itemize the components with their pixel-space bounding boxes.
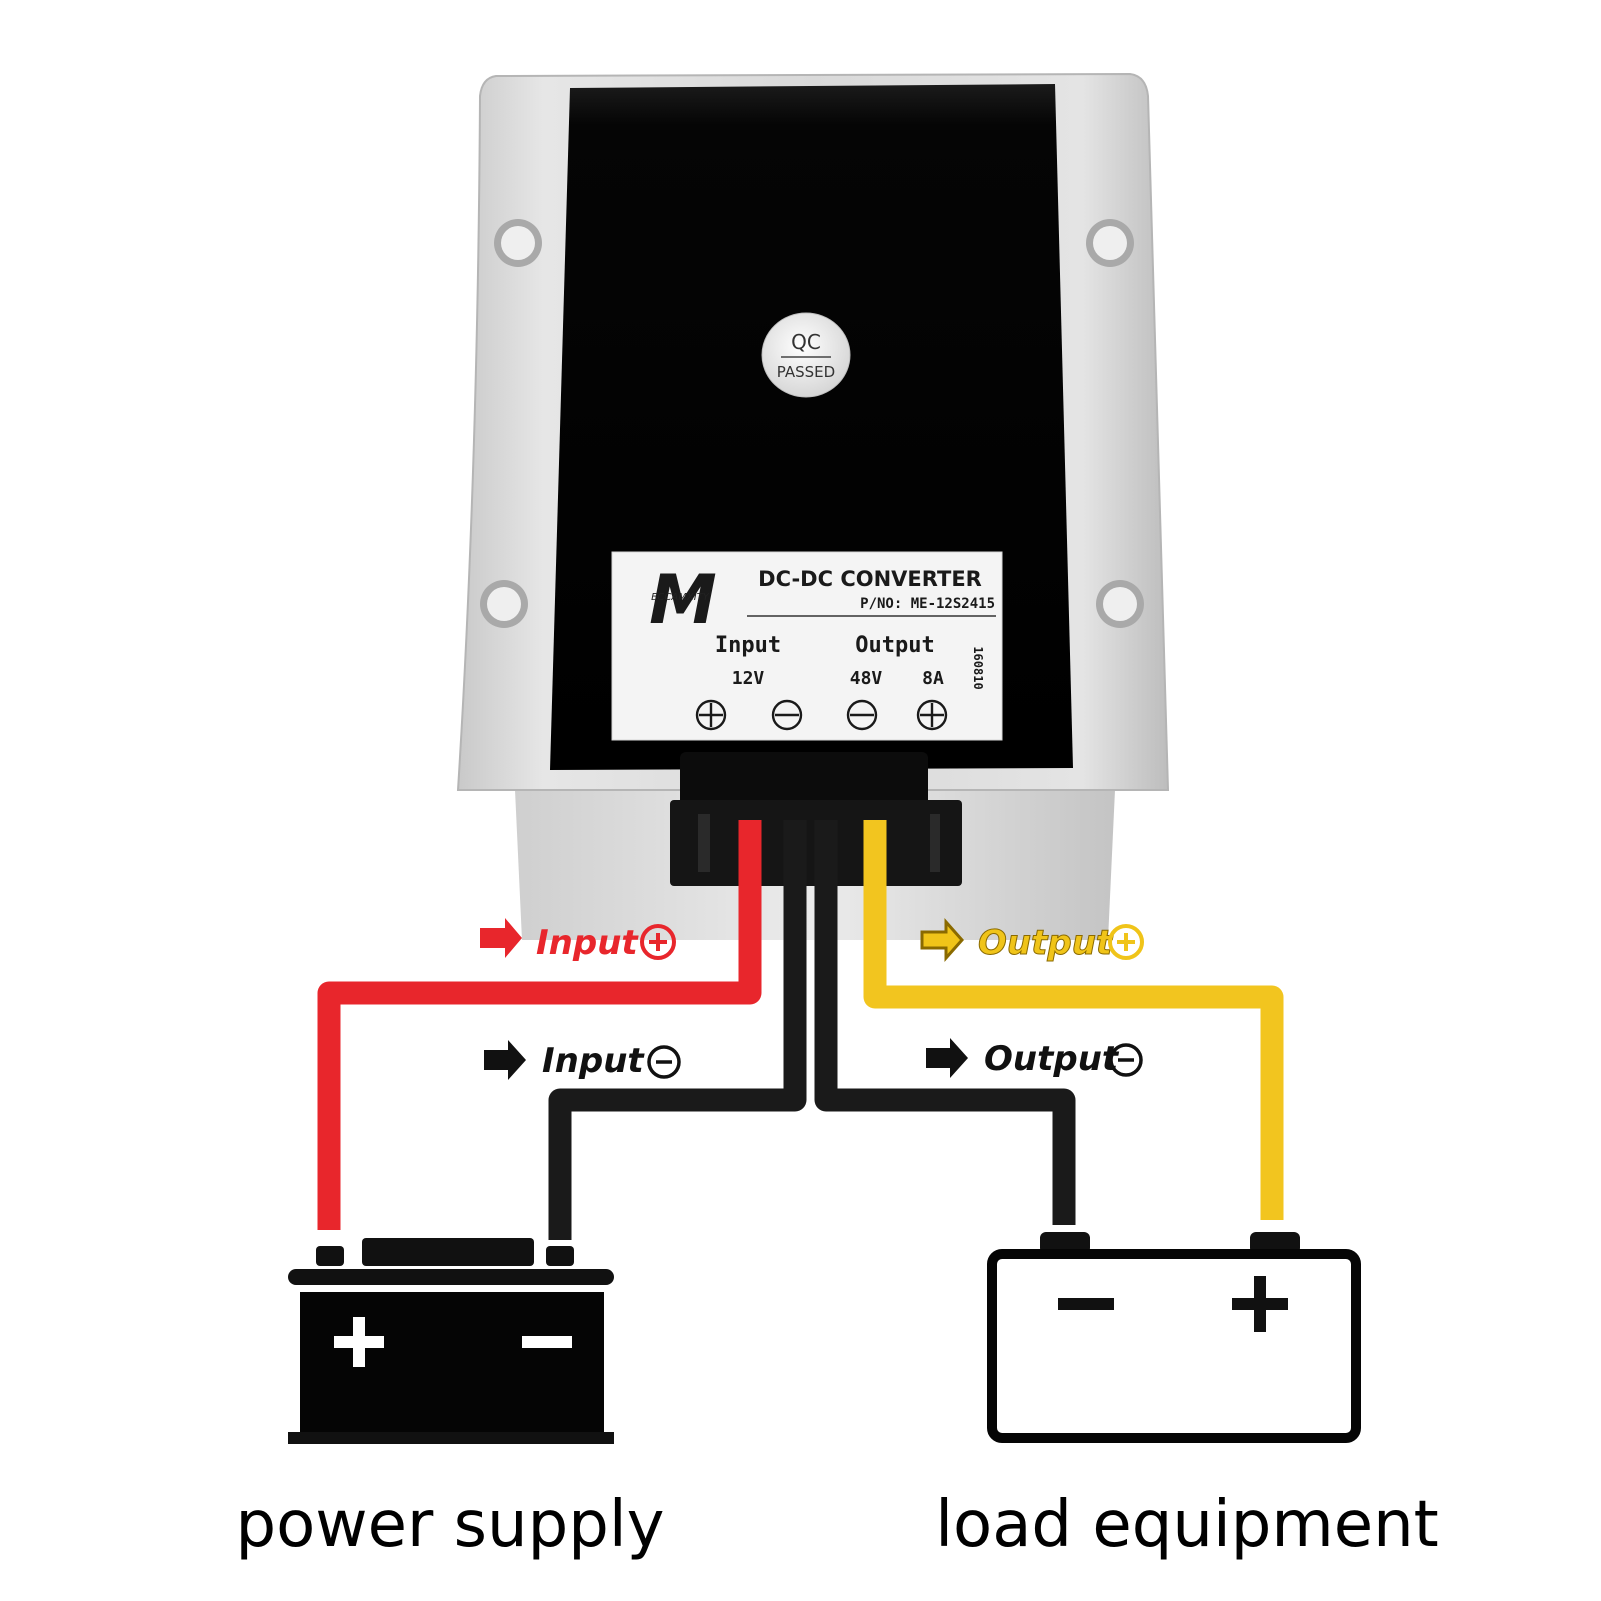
mounting-hole [1086,219,1134,267]
minus-sign [522,1336,572,1348]
input-voltage: 12V [732,668,765,689]
arrow-right-icon [480,918,522,958]
wire-output-negative [814,820,1076,1225]
wire-input-positive [317,820,762,1230]
label-output-positive: Output [920,918,1144,964]
output-heading: Output [855,633,934,658]
minus-circle-icon [1109,1043,1143,1077]
minus-circle-icon [846,699,878,731]
mounting-hole [1096,580,1144,628]
output-positive-text: Output [978,923,1114,963]
part-number: P/NO: ME-12S2415 [860,596,995,612]
label-input-negative: Input [484,1040,681,1081]
brand-logo: M [649,561,717,640]
label-title: DC-DC CONVERTER [758,567,982,591]
output-voltage: 48V [850,668,883,689]
wire-input-negative [548,820,807,1240]
plus-sign [1232,1276,1288,1332]
plus-sign [334,1317,384,1367]
minus-circle-icon [771,699,803,731]
arrow-right-icon [926,1038,968,1078]
plus-circle-icon [916,699,948,731]
battery-icon [288,1238,614,1444]
label-input-positive: Input [480,918,676,963]
load-equipment-caption: load equipment [935,1488,1438,1562]
mounting-hole [494,219,542,267]
arrow-right-icon [484,1040,526,1080]
power-supply-caption: power supply [236,1488,665,1562]
input-negative-text: Input [542,1041,645,1081]
passed-text: PASSED [777,363,835,381]
arrow-right-icon [920,918,965,962]
input-heading: Input [715,633,781,658]
plus-circle-icon [1108,924,1144,960]
plus-circle-icon [695,699,727,731]
mounting-hole [480,580,528,628]
load-box-icon [987,1232,1361,1443]
wire-output-positive [863,820,1284,1220]
brand-name: ECCAMXITY [651,592,710,603]
qc-text: QC [791,330,821,354]
minus-sign [1058,1298,1114,1310]
output-current: 8A [922,668,944,689]
label-output-negative: Output [926,1038,1143,1079]
output-negative-text: Output [984,1039,1120,1079]
plus-circle-icon [640,924,676,960]
qc-passed-badge: QC PASSED [761,312,851,398]
input-positive-text: Input [536,923,639,963]
minus-circle-icon [647,1045,681,1079]
spec-label: M ECCAMXITY DC-DC CONVERTER P/NO: ME-12S… [611,551,1003,741]
date-code: 160810 [971,646,985,689]
